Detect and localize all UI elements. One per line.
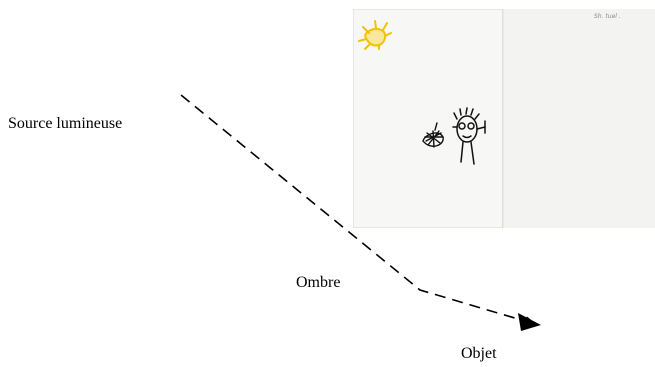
label-objet: Objet	[461, 345, 497, 362]
drawing-sketch	[358, 20, 486, 165]
drawing-right-page	[504, 9, 655, 228]
stick-figure-drawing	[452, 107, 486, 165]
drawing-page-fold	[502, 9, 504, 228]
objet-arrowhead	[518, 313, 541, 331]
drawing-signature: Sh. tuel .	[594, 13, 621, 20]
label-source-lumineuse: Source lumineuse	[8, 115, 123, 132]
sun-drawing	[358, 20, 392, 50]
label-ombre: Ombre	[296, 274, 341, 291]
child-drawing-image: Sh. tuel .	[353, 9, 655, 228]
light-ray-path	[180, 94, 537, 326]
shadow-scribble-drawing	[422, 122, 444, 148]
